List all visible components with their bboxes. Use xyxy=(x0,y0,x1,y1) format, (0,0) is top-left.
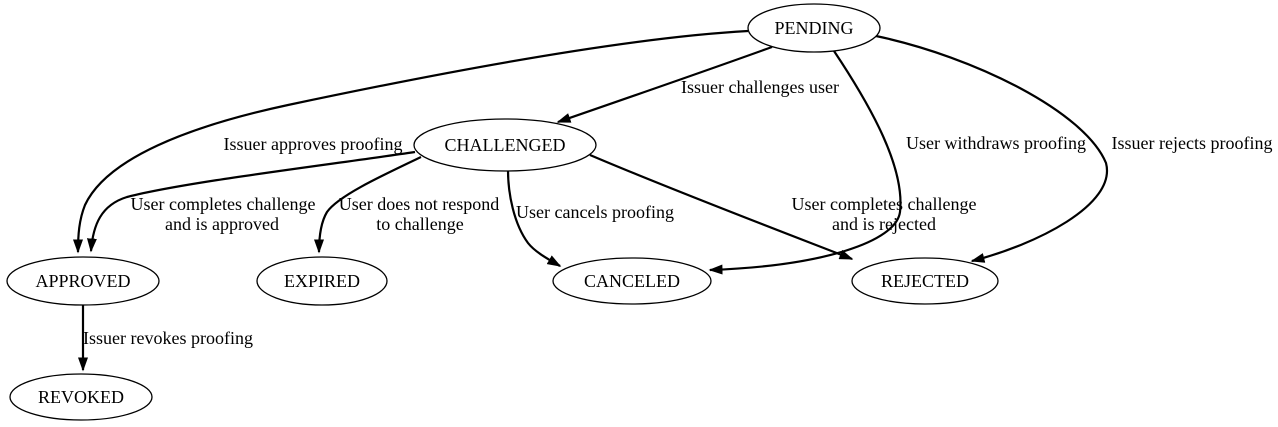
edge-pending-canceled xyxy=(708,50,902,275)
state-node-pending: PENDING xyxy=(747,3,881,53)
state-node-approved: APPROVED xyxy=(6,256,160,306)
edge-label-pending-rejected: Issuer rejects proofing xyxy=(1112,133,1273,153)
state-label-rejected: REJECTED xyxy=(881,271,969,291)
state-label-revoked: REVOKED xyxy=(38,387,124,407)
state-node-canceled: CANCELED xyxy=(552,257,712,305)
state-node-expired: EXPIRED xyxy=(256,256,388,306)
edge-label-pending-canceled: User withdraws proofing xyxy=(906,133,1086,153)
edge-challenged-approved xyxy=(86,150,416,253)
edge-label-challenged-approved-line2: and is approved xyxy=(165,214,279,234)
edge-label-pending-approved: Issuer approves proofing xyxy=(224,134,403,154)
edge-label-challenged-canceled: User cancels proofing xyxy=(516,202,674,222)
state-label-expired: EXPIRED xyxy=(284,271,360,291)
state-ellipse-challenged xyxy=(413,118,597,172)
edge-pending-rejected xyxy=(875,34,1109,263)
edge-label-challenged-rejected-line1: User completes challenge xyxy=(792,194,977,214)
edge-label-challenged-expired-line1: User does not respond xyxy=(339,194,499,214)
edge-label-challenged-expired-line2: to challenge xyxy=(376,214,463,234)
state-label-canceled: CANCELED xyxy=(584,271,680,291)
edge-challenged-rejected xyxy=(589,153,854,261)
edge-pending-approved xyxy=(73,29,749,254)
edge-labels-layer: Issuer challenges user Issuer approves p… xyxy=(83,77,1272,348)
state-ellipse-expired xyxy=(256,256,388,306)
nodes-layer: PENDING CHALLENGED APPROVED EXPIRED CANC… xyxy=(6,3,999,421)
edge-label-pending-challenged: Issuer challenges user xyxy=(681,77,839,97)
state-node-rejected: REJECTED xyxy=(851,257,999,305)
state-ellipse-canceled xyxy=(552,257,712,305)
state-node-challenged: CHALLENGED xyxy=(413,118,597,172)
state-label-pending: PENDING xyxy=(775,18,854,38)
edge-pending-challenged xyxy=(556,45,773,124)
state-ellipse-pending xyxy=(747,3,881,53)
state-ellipse-revoked xyxy=(9,373,153,421)
edge-label-challenged-approved-line1: User completes challenge xyxy=(131,194,316,214)
edge-label-approved-revoked: Issuer revokes proofing xyxy=(83,328,253,348)
edge-label-challenged-rejected-line2: and is rejected xyxy=(832,214,936,234)
state-node-revoked: REVOKED xyxy=(9,373,153,421)
state-label-challenged: CHALLENGED xyxy=(445,135,566,155)
state-label-approved: APPROVED xyxy=(35,271,130,291)
state-ellipse-rejected xyxy=(851,257,999,305)
edge-challenged-canceled xyxy=(506,169,562,267)
state-ellipse-approved xyxy=(6,256,160,306)
edges-layer xyxy=(73,29,1109,372)
edge-challenged-expired xyxy=(314,156,422,254)
